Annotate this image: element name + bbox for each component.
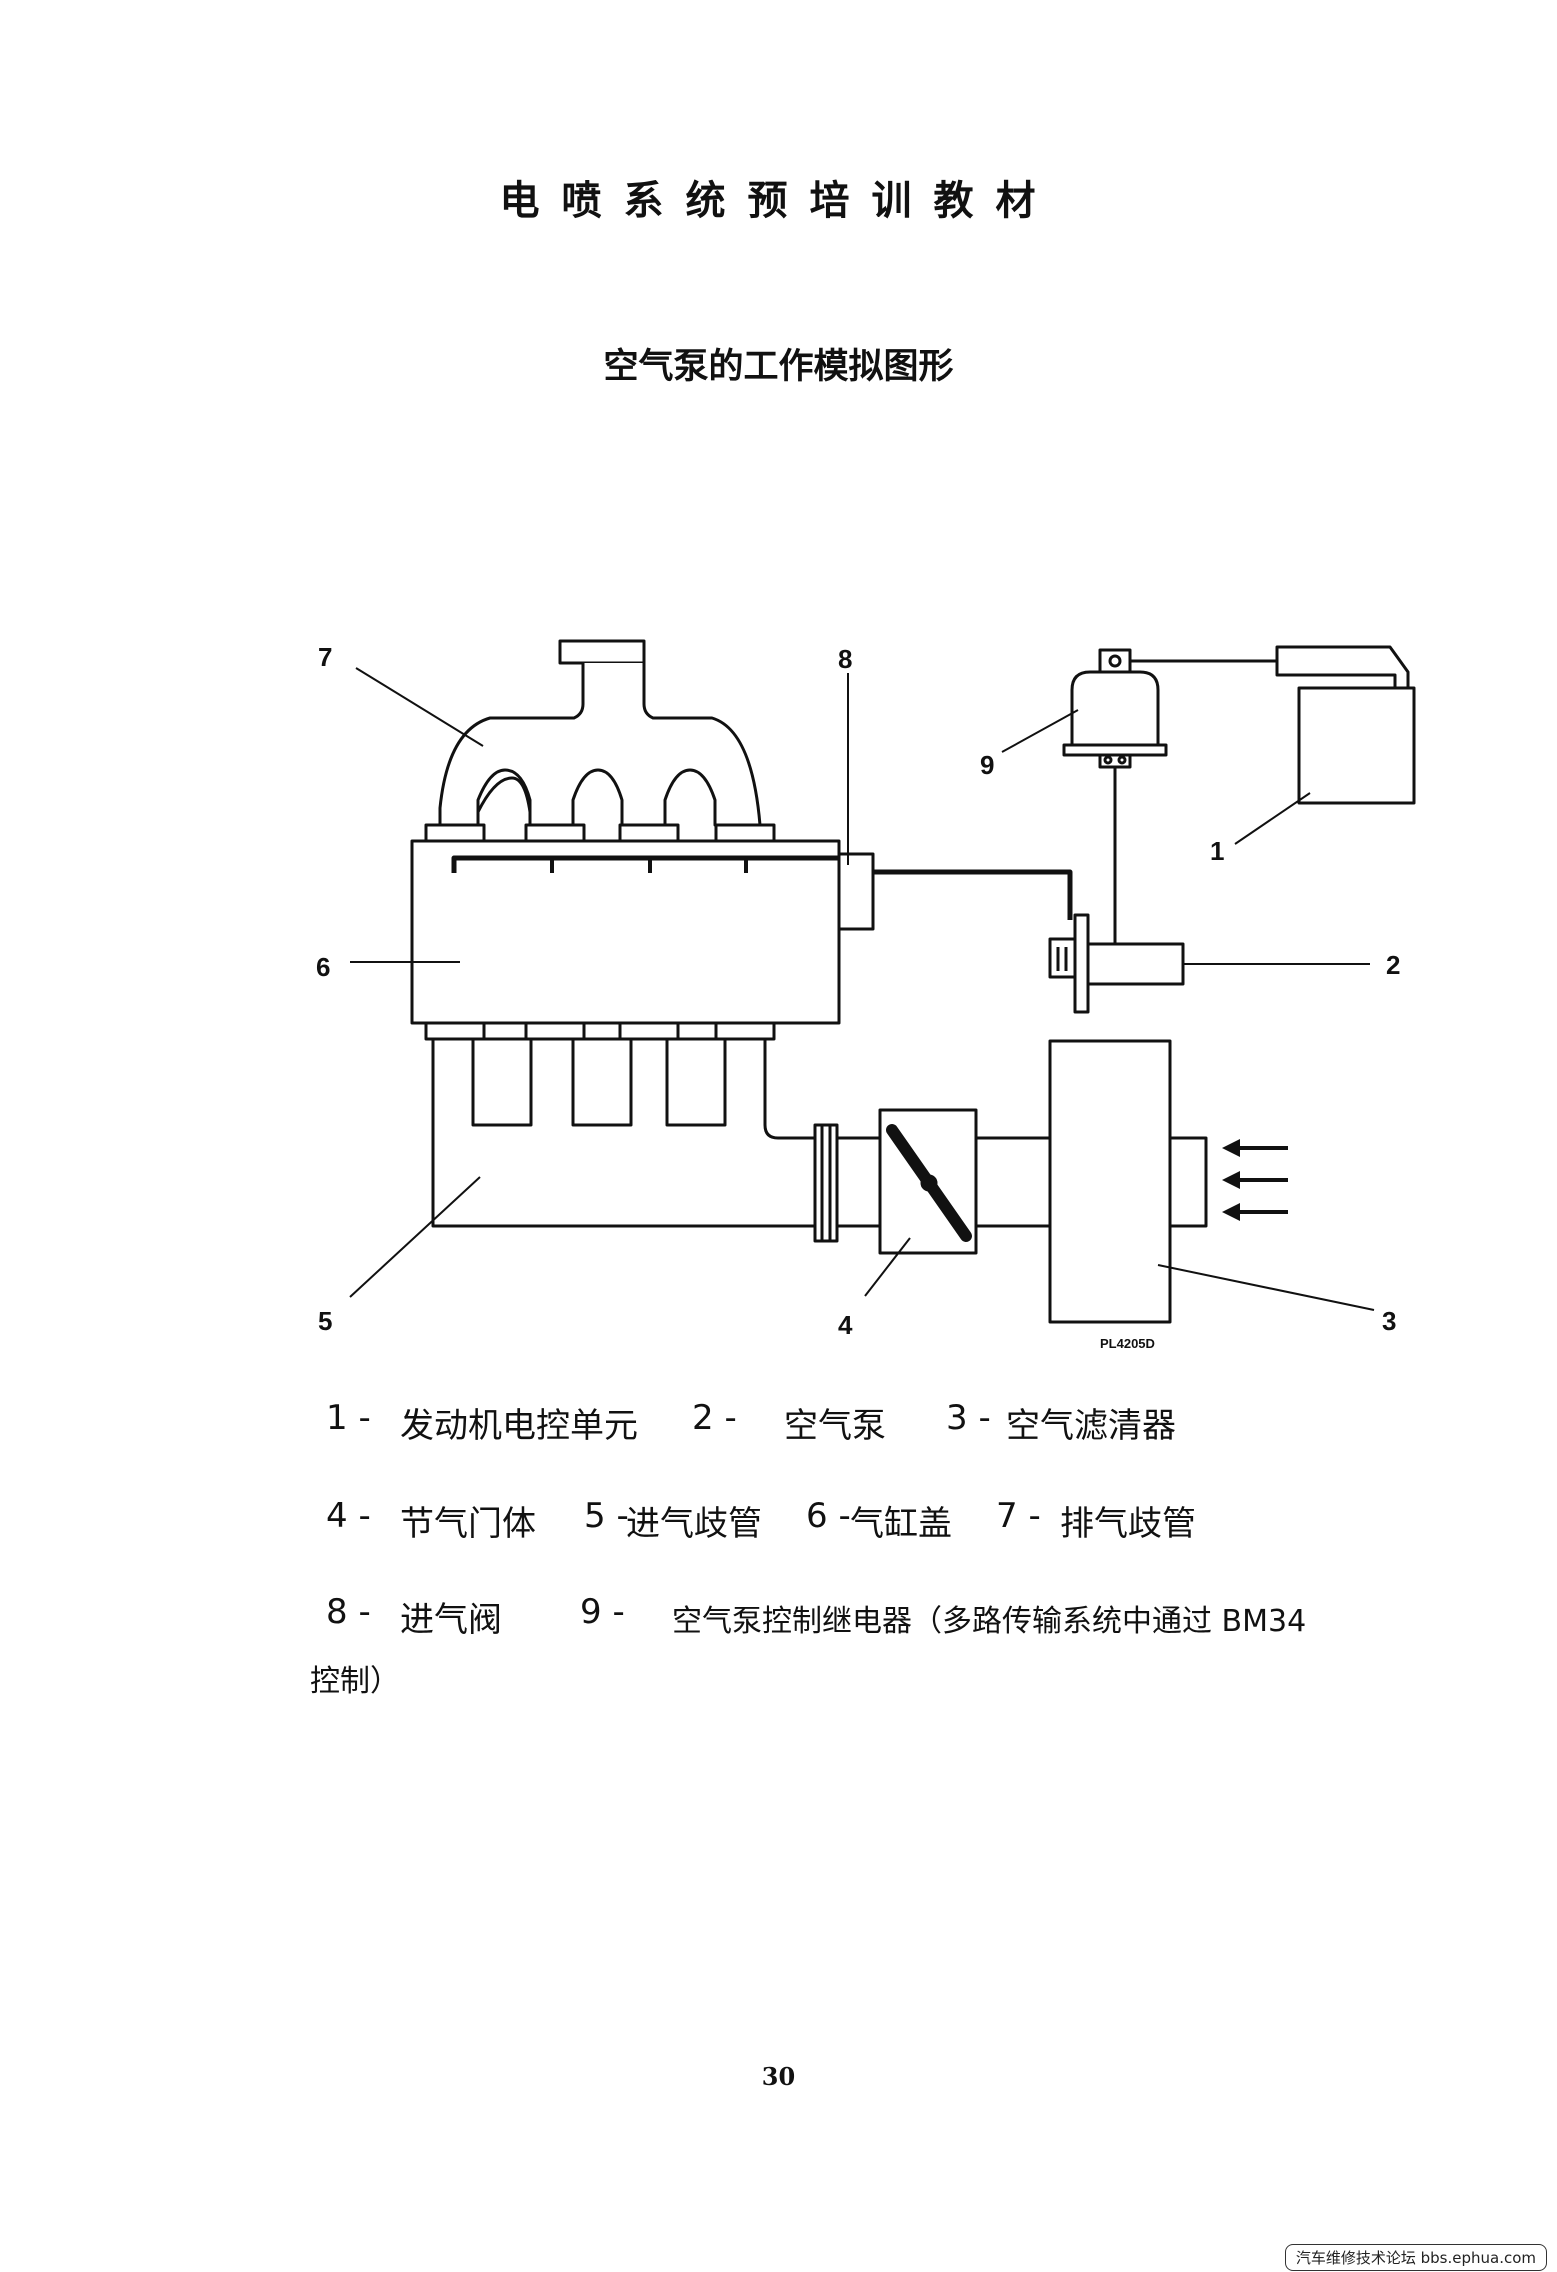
document-title: 电喷系统预培训教材 xyxy=(499,177,1058,224)
legend-line-3: 8 - 进气阀 9 - 空气泵控制继电器（多路传输系统中通过 BM34 xyxy=(0,1592,1557,1640)
legend-num-5: 5 - xyxy=(584,1496,629,1536)
air-filter xyxy=(1048,1039,1172,1324)
callout-5: 5 xyxy=(318,1306,332,1336)
legend-num-7: 7 - xyxy=(996,1496,1041,1536)
cylinder-head xyxy=(410,839,841,1025)
intake-manifold xyxy=(424,1021,815,1228)
legend-text-7: 排气歧管 xyxy=(1060,1504,1196,1544)
callout-2: 2 xyxy=(1386,950,1400,980)
legend-line-2: 4 - 节气门体 5 - 进气歧管 6 - 气缸盖 7 - 排气歧管 xyxy=(0,1496,1557,1544)
air-pump xyxy=(1048,913,1185,1014)
legend-num-9: 9 - xyxy=(580,1592,625,1632)
legend-line-1: 1 - 发动机电控单元 2 - 空气泵 3 - 空气滤清器 xyxy=(0,1398,1557,1446)
callout-4: 4 xyxy=(838,1310,853,1340)
legend-text-1: 发动机电控单元 xyxy=(400,1406,638,1446)
legend-text-2: 空气泵 xyxy=(784,1406,886,1446)
air-pump-relay xyxy=(1062,648,1277,769)
air-pump-diagram: 7 8 9 1 6 2 5 4 3 PL4205D xyxy=(316,639,1416,1351)
legend-text-6: 气缸盖 xyxy=(850,1504,952,1544)
page-number: 30 xyxy=(761,2062,796,2091)
section-title: 空气泵的工作模拟图形 xyxy=(603,346,954,387)
callout-6: 6 xyxy=(316,952,330,982)
legend-text-3: 空气滤清器 xyxy=(1006,1406,1176,1446)
legend-num-6: 6 - xyxy=(806,1496,851,1536)
engine-ecu xyxy=(1275,645,1416,805)
legend-text-9: 空气泵控制继电器（多路传输系统中通过 BM34 xyxy=(672,1604,1307,1639)
legend-text-8: 进气阀 xyxy=(400,1600,502,1640)
air-valve xyxy=(837,852,875,931)
exhaust-manifold xyxy=(424,639,776,843)
diagram-code: PL4205D xyxy=(1100,1336,1155,1351)
callout-7: 7 xyxy=(318,642,332,672)
legend-line-4: 控制） xyxy=(310,1664,400,1699)
legend-text-5: 进气歧管 xyxy=(626,1504,762,1544)
throttle-body xyxy=(878,1108,978,1255)
legend-num-1: 1 - xyxy=(326,1398,371,1438)
legend-text-4: 节气门体 xyxy=(400,1504,536,1544)
callout-3: 3 xyxy=(1382,1306,1396,1336)
callout-1: 1 xyxy=(1210,836,1224,866)
callout-8: 8 xyxy=(838,644,852,674)
legend-num-4: 4 - xyxy=(326,1496,371,1536)
legend-num-8: 8 - xyxy=(326,1592,371,1632)
legend-num-3: 3 - xyxy=(946,1398,991,1438)
callout-9: 9 xyxy=(980,750,994,780)
legend-num-2: 2 - xyxy=(692,1398,737,1438)
forum-watermark: 汽车维修技术论坛 bbs.ephua.com xyxy=(1284,2244,1547,2271)
